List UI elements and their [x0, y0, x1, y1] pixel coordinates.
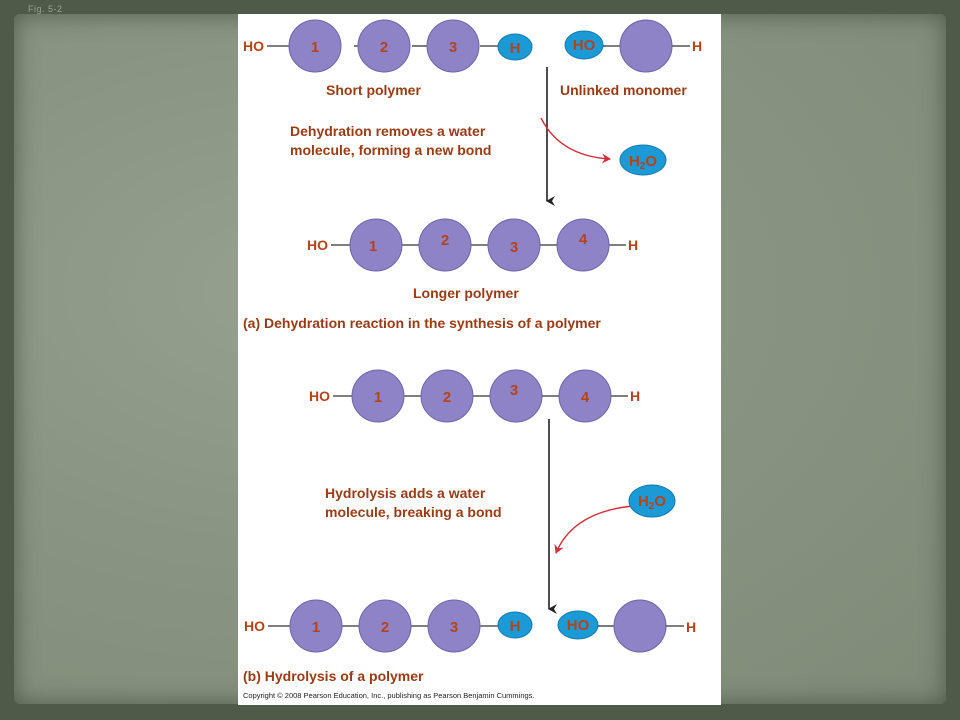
monomer-bead [427, 599, 481, 653]
monomer-bead [558, 369, 612, 423]
figure-label: Fig. 5-2 [28, 4, 63, 14]
dehydration-text-line2: molecule, forming a new bond [290, 142, 491, 158]
diagram-panel: HO 1 2 3 H HO H Short polymer Unlinked m… [238, 14, 721, 705]
monomer-number: 1 [311, 39, 319, 56]
h-end-label: H [686, 619, 696, 635]
ho-end-label: HO [307, 237, 328, 253]
ho-bead-label: HO [567, 617, 590, 634]
monomer-bead [357, 19, 411, 73]
monomer-bead [420, 369, 474, 423]
monomer-number: 4 [579, 231, 588, 248]
longer-polymer-label: Longer polymer [413, 285, 519, 301]
monomer-bead [351, 369, 405, 423]
monomer-bead [426, 19, 480, 73]
polymer-diagram: HO 1 2 3 H HO H Short polymer Unlinked m… [243, 19, 702, 700]
monomer-number: 1 [374, 389, 382, 406]
monomer-bead [418, 218, 472, 272]
water-label: H2O [638, 493, 666, 512]
copyright-notice: Copyright © 2008 Pearson Education, Inc.… [243, 691, 535, 700]
unlinked-monomer-label: Unlinked monomer [560, 82, 687, 98]
monomer-bead [289, 599, 343, 653]
unlinked-monomer: HO H [564, 19, 702, 73]
water-molecule: H2O [619, 144, 667, 176]
monomer-bead [489, 369, 543, 423]
monomer-number: 1 [312, 619, 320, 636]
water-release-arrow [540, 117, 611, 164]
water-bead [628, 484, 676, 518]
ho-bead [564, 30, 604, 60]
h-end-label: H [692, 38, 702, 54]
caption-b: (b) Hydrolysis of a polymer [243, 668, 424, 684]
monomer-number: 1 [369, 238, 377, 255]
h-bead-label: H [510, 618, 521, 635]
monomer-number: 2 [381, 619, 389, 636]
monomer-bead [556, 218, 610, 272]
h-bead [497, 611, 533, 639]
monomer-number: 2 [380, 39, 388, 56]
monomer-number: 4 [581, 389, 590, 406]
ho-end-label: HO [243, 38, 264, 54]
h-bead [497, 33, 533, 61]
monomer-number: 2 [441, 232, 449, 249]
water-label: H2O [629, 153, 657, 172]
ho-end-label: HO [309, 388, 330, 404]
monomer-bead [349, 218, 403, 272]
h-end-label: H [628, 237, 638, 253]
monomer-number: 3 [450, 619, 458, 636]
monomer-number: 3 [510, 239, 518, 256]
water-bead [619, 144, 667, 176]
ho-bead-label: HO [573, 37, 596, 54]
hydrolysis-text-line1: Hydrolysis adds a water [325, 485, 486, 501]
short-polymer-label: Short polymer [326, 82, 421, 98]
unlinked-monomer: HO H [557, 599, 696, 653]
monomer-number: 3 [510, 382, 518, 399]
hydrolysis-text-line2: molecule, breaking a bond [325, 504, 502, 520]
monomer-bead [288, 19, 342, 73]
water-add-arrow [554, 505, 634, 554]
monomer-bead [487, 218, 541, 272]
monomer-number: 3 [449, 39, 457, 56]
ho-end-label: HO [244, 618, 265, 634]
ho-bead [557, 610, 599, 640]
water-molecule: H2O [628, 484, 676, 518]
monomer-bead [613, 599, 667, 653]
short-polymer: HO 1 2 3 H [244, 599, 533, 653]
caption-a: (a) Dehydration reaction in the synthesi… [243, 315, 601, 331]
monomer-number: 2 [443, 389, 451, 406]
hydrolysis-polymer: HO 1 2 3 4 H [309, 369, 640, 423]
monomer-bead [619, 19, 673, 73]
longer-polymer: HO 1 2 3 4 H [307, 218, 638, 272]
h-end-label: H [630, 388, 640, 404]
h-bead-label: H [510, 40, 521, 57]
short-polymer: HO 1 2 3 H [243, 19, 533, 73]
dehydration-text-line1: Dehydration removes a water [290, 123, 486, 139]
monomer-bead [358, 599, 412, 653]
